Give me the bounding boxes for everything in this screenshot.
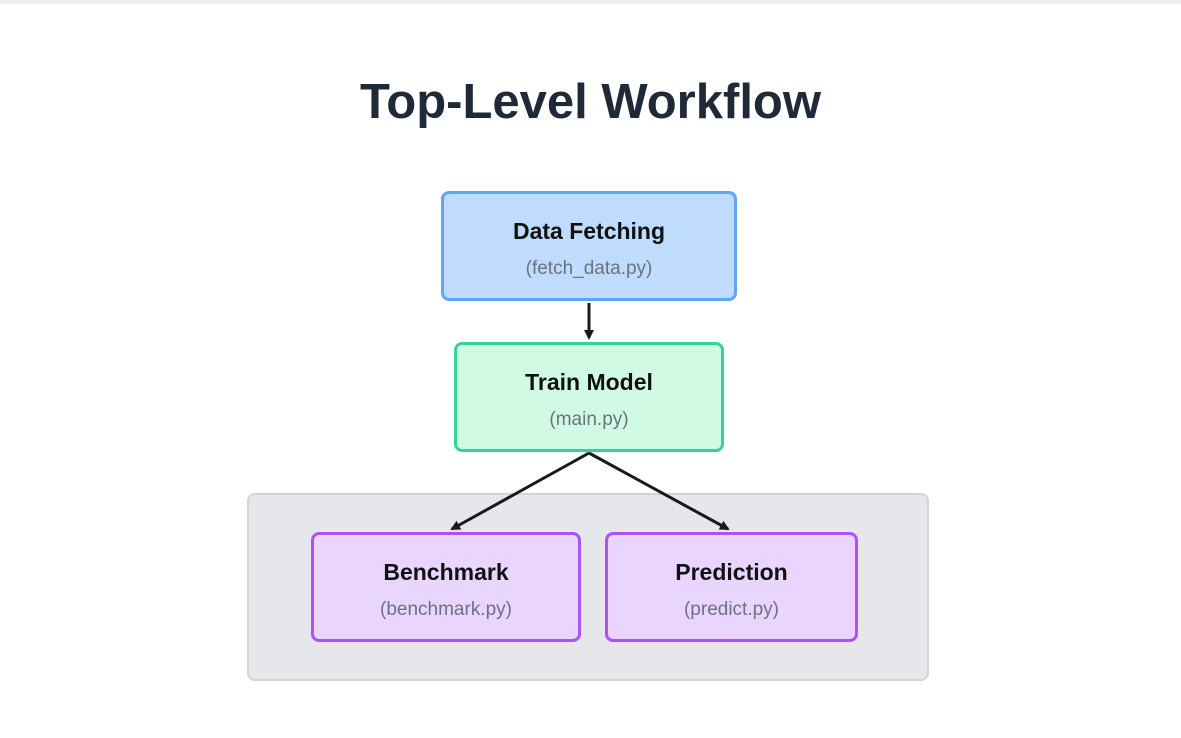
node-file: (main.py) bbox=[549, 409, 629, 430]
node-train-model: Train Model (main.py) bbox=[454, 342, 724, 452]
node-label: Benchmark bbox=[383, 559, 509, 585]
node-file: (predict.py) bbox=[683, 599, 780, 620]
node-prediction: Prediction (predict.py) bbox=[605, 532, 858, 642]
node-label: Prediction bbox=[675, 559, 788, 585]
node-benchmark: Benchmark (benchmark.py) bbox=[311, 532, 581, 642]
node-label: Data Fetching bbox=[512, 218, 666, 244]
node-data-fetching: Data Fetching (fetch_data.py) bbox=[441, 191, 737, 301]
top-bar bbox=[0, 0, 1181, 4]
node-file: (benchmark.py) bbox=[380, 599, 512, 620]
node-label: Train Model bbox=[525, 369, 653, 395]
node-file: (fetch_data.py) bbox=[525, 258, 653, 279]
diagram-title: Top-Level Workflow bbox=[360, 75, 821, 129]
